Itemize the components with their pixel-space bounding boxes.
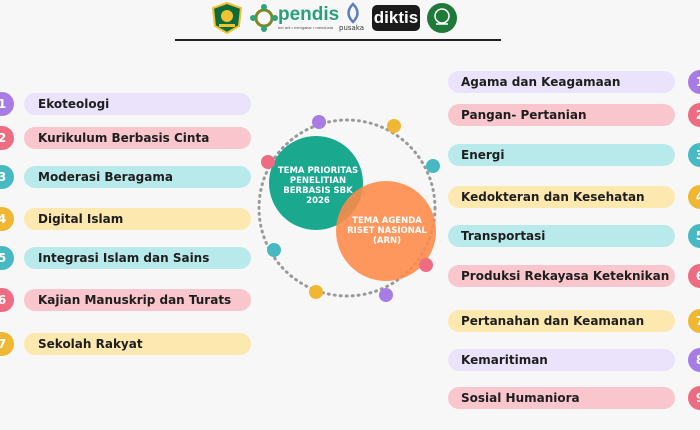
topic-number-badge: 2 <box>688 103 700 127</box>
ring-dot-teal-right <box>426 159 440 173</box>
topic-number-badge: 4 <box>688 185 700 209</box>
topic-label: Kedokteran dan Kesehatan <box>461 190 645 204</box>
topic-label: Digital Islam <box>38 212 124 226</box>
topic-number-badge: 5 <box>0 246 14 270</box>
topic-label: Sosial Humaniora <box>461 391 580 405</box>
topic-number-badge: 5 <box>688 224 700 248</box>
ring-dot-pink-left <box>261 155 275 169</box>
pendis-tagline: ber arti • mengakar • mendunia <box>278 25 334 30</box>
right-topic-item: Pangan- Pertanian <box>448 104 675 126</box>
topic-number-badge: 1 <box>688 70 700 94</box>
green-emblem-logo-icon <box>427 3 457 33</box>
topic-label: Moderasi Beragama <box>38 170 173 184</box>
topic-number-badge: 4 <box>0 207 14 231</box>
left-topic-item: Digital Islam <box>24 208 251 230</box>
ring-dot-purple-top <box>312 115 326 129</box>
pendis-wordmark: pendis ber arti • mengakar • mendunia <box>278 4 340 31</box>
topic-number-badge: 6 <box>688 264 700 288</box>
center-venn-diagram <box>257 115 440 302</box>
left-topic-item: Sekolah Rakyat <box>24 333 251 355</box>
ring-dot-yellow-top <box>387 119 401 133</box>
topic-number-badge: 6 <box>0 288 14 312</box>
topic-number-badge: 8 <box>688 348 700 372</box>
circle-orange-label: TEMA AGENDA RISET NASIONAL (ARN) <box>347 216 427 246</box>
topic-number-badge: 7 <box>688 309 700 333</box>
circle-orange <box>336 181 436 281</box>
diktis-text: diktis <box>373 8 419 27</box>
ring-dot-purple-bottom <box>379 288 393 302</box>
topic-label: Kurikulum Berbasis Cinta <box>38 131 210 145</box>
pusaka-wordmark: pusaka <box>339 24 365 32</box>
left-topic-item: Kajian Manuskrip dan Turats <box>24 289 251 311</box>
topic-label: Agama dan Keagamaan <box>461 75 621 89</box>
left-topic-item: Integrasi Islam dan Sains <box>24 247 251 269</box>
topic-number-badge: 2 <box>0 126 14 150</box>
ring-dot-teal-left <box>267 243 281 257</box>
left-topic-item: Kurikulum Berbasis Cinta <box>24 127 251 149</box>
topic-label: Energi <box>461 148 505 162</box>
topic-label: Produksi Rekayasa Keteknikan <box>461 269 670 283</box>
right-topic-item: Sosial Humaniora <box>448 387 675 409</box>
circle-green-label: TEMA PRIORITAS PENELITIAN BERBASIS SBK 2… <box>277 166 359 206</box>
topic-number-badge: 7 <box>0 332 14 356</box>
right-topic-item: Agama dan Keagamaan <box>448 71 675 93</box>
topic-number-badge: 9 <box>688 386 700 410</box>
topic-label: Sekolah Rakyat <box>38 337 143 351</box>
pendis-text: pendis <box>278 4 340 25</box>
topic-label: Integrasi Islam dan Sains <box>38 251 210 265</box>
pusaka-logo-icon <box>347 2 359 24</box>
topic-label: Transportasi <box>461 229 546 243</box>
topic-label: Pangan- Pertanian <box>461 108 587 122</box>
pendis-logo-icon <box>250 4 278 32</box>
circle-green <box>269 136 363 230</box>
header-divider <box>175 39 501 41</box>
ring-dot-yellow-bottom <box>309 285 323 299</box>
dotted-ring <box>257 118 437 298</box>
diktis-wordmark: diktis <box>372 5 420 31</box>
topic-label: Kajian Manuskrip dan Turats <box>38 293 232 307</box>
topic-number-badge: 3 <box>688 143 700 167</box>
right-topic-item: Kedokteran dan Kesehatan <box>448 186 675 208</box>
kemenag-logo-icon <box>211 2 243 34</box>
right-topic-item: Pertanahan dan Keamanan <box>448 310 675 332</box>
right-topic-item: Kemaritiman <box>448 349 675 371</box>
left-topic-item: Moderasi Beragama <box>24 166 251 188</box>
right-topic-item: Energi <box>448 144 675 166</box>
topic-label: Pertanahan dan Keamanan <box>461 314 645 328</box>
topic-number-badge: 3 <box>0 165 14 189</box>
topic-label: Kemaritiman <box>461 353 548 367</box>
topic-label: Ekoteologi <box>38 97 110 111</box>
left-topic-item: Ekoteologi <box>24 93 251 115</box>
ring-dot-pink-right <box>419 258 433 272</box>
right-topic-item: Produksi Rekayasa Keteknikan <box>448 265 675 287</box>
header-logos: pendis ber arti • mengakar • mendunia pu… <box>210 2 470 36</box>
right-topic-item: Transportasi <box>448 225 675 247</box>
topic-number-badge: 1 <box>0 92 14 116</box>
